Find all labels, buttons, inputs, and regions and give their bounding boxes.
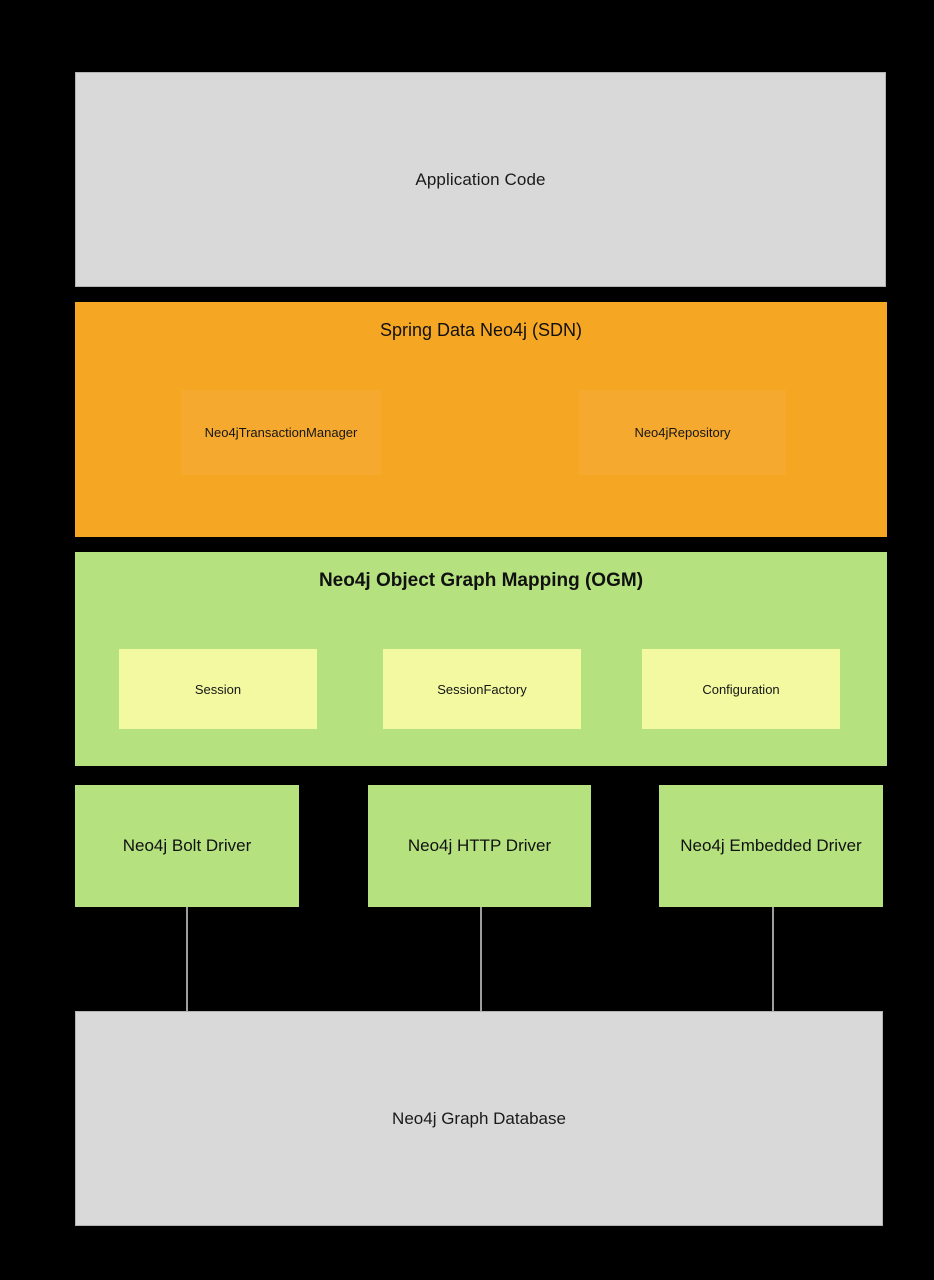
component-session: Session [119, 649, 317, 729]
component-neo4j-repository: Neo4jRepository [579, 390, 786, 475]
driver-label: Neo4j Bolt Driver [122, 836, 252, 855]
component-label: Session [194, 681, 242, 697]
driver-box-embedded: Neo4j Embedded Driver [659, 785, 883, 907]
driver-label: Neo4j HTTP Driver [407, 836, 552, 855]
sdn-layer-title: Spring Data Neo4j (SDN) [379, 320, 583, 340]
ogm-layer-title: Neo4j Object Graph Mapping (OGM) [318, 570, 644, 591]
layer-neo4j-graph-database: Neo4j Graph Database [75, 1011, 883, 1226]
driver-box-bolt: Neo4j Bolt Driver [75, 785, 299, 907]
connector-line-bolt-to-database [186, 907, 188, 1011]
driver-label: Neo4j Embedded Driver [680, 836, 862, 855]
component-configuration: Configuration [642, 649, 840, 729]
layer-spring-data-neo4j: Spring Data Neo4j (SDN) Neo4jTransaction… [75, 302, 887, 537]
component-label: SessionFactory [437, 681, 527, 697]
driver-box-http: Neo4j HTTP Driver [368, 785, 591, 907]
application-code-label: Application Code [415, 169, 546, 189]
component-label: Configuration [702, 681, 780, 697]
database-label: Neo4j Graph Database [392, 1108, 566, 1128]
component-label: Neo4jRepository [634, 425, 731, 440]
layer-application-code: Application Code [75, 72, 886, 287]
connector-line-embedded-to-database [772, 907, 774, 1011]
component-session-factory: SessionFactory [383, 649, 581, 729]
layer-neo4j-ogm: Neo4j Object Graph Mapping (OGM) Session… [75, 552, 887, 766]
connector-line-http-to-database [480, 907, 482, 1011]
component-neo4j-transaction-manager: Neo4jTransactionManager [181, 390, 381, 475]
component-label: Neo4jTransactionManager [204, 425, 358, 440]
